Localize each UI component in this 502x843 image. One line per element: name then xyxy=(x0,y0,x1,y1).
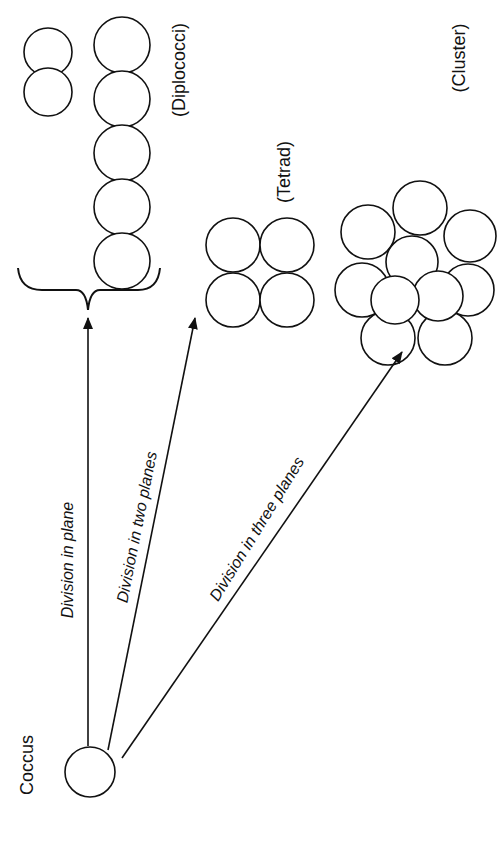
cell xyxy=(341,205,395,259)
cell xyxy=(393,181,447,235)
arrow-label: Division in three planes xyxy=(206,454,308,604)
cell xyxy=(206,218,260,272)
cell xyxy=(260,273,314,327)
arrow xyxy=(87,318,89,746)
cell xyxy=(94,71,150,127)
cell-label: (Tetrad) xyxy=(275,141,295,203)
cell xyxy=(413,271,463,321)
coccus-cell xyxy=(65,747,115,797)
arrow xyxy=(108,318,195,750)
cell xyxy=(94,125,150,181)
cell xyxy=(260,218,314,272)
cell xyxy=(24,68,72,116)
brace xyxy=(18,268,160,310)
cell xyxy=(94,233,150,289)
cell xyxy=(206,273,260,327)
cell xyxy=(444,210,496,262)
cell-label: (Diplococci) xyxy=(170,23,190,117)
arrow-label: Division in plane xyxy=(59,502,77,619)
cell xyxy=(94,179,150,235)
cell xyxy=(371,276,419,324)
cell-label: Coccus xyxy=(18,735,38,795)
cell xyxy=(94,17,150,73)
cell-label: (Cluster) xyxy=(450,23,470,92)
arrow xyxy=(122,352,402,758)
